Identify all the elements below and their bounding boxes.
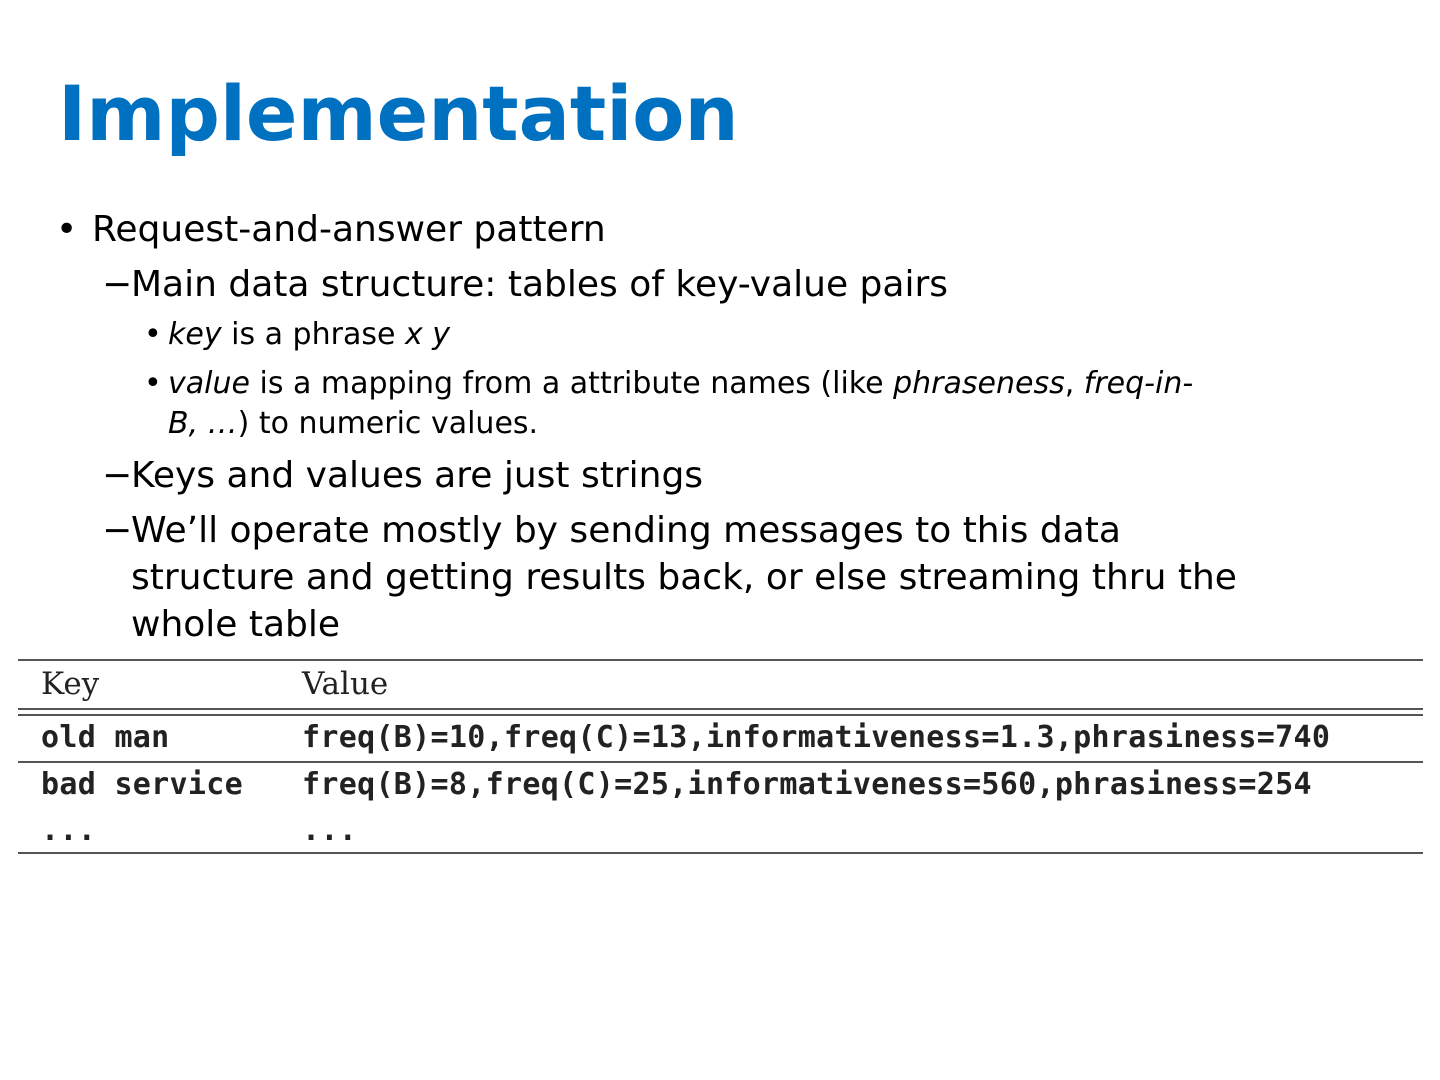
subsub-bullet-key: key is a phrase x y [168, 315, 450, 355]
attr-freq-in-part2: B, … [168, 406, 238, 441]
bullet-request-answer: Request-and-answer pattern [92, 209, 606, 250]
bullet-marker: • [144, 317, 162, 352]
bullet-marker: • [144, 366, 162, 401]
dash-marker: − [102, 264, 133, 305]
table-row-value: ... [302, 813, 358, 848]
table-row-value: freq(B)=10,freq(C)=13,informativeness=1.… [302, 720, 1331, 755]
value-description: is a mapping from a attribute names (lik… [249, 366, 894, 401]
key-value-table: Key Value old man freq(B)=10,freq(C)=13,… [18, 655, 1423, 863]
attr-freq-in-part1: freq-in- [1083, 366, 1194, 401]
attr-phraseness: phraseness [893, 366, 1065, 401]
subsub-bullet-value-line1: value is a mapping from a attribute name… [168, 364, 1193, 404]
bullet-marker: • [56, 209, 78, 250]
table-bottom-rule [18, 852, 1423, 854]
table-row-value: freq(B)=8,freq(C)=25,informativeness=560… [302, 767, 1312, 802]
subbullet-operate-line1: We’ll operate mostly by sending messages… [131, 510, 1121, 551]
table-row-key: bad service [41, 767, 243, 802]
table-header-rule-lower [18, 714, 1423, 716]
table-header-rule-upper [18, 708, 1423, 710]
subbullet-main-data-structure: Main data structure: tables of key-value… [131, 264, 949, 305]
table-row-divider [18, 761, 1423, 763]
dash-marker: − [102, 510, 133, 551]
table-row-key: ... [41, 813, 97, 848]
table-header-value: Value [302, 666, 389, 702]
term-key: key [168, 317, 222, 352]
subsub-bullet-value-line2: B, …) to numeric values. [168, 404, 538, 444]
slide-title: Implementation [58, 69, 739, 158]
table-header-key: Key [41, 666, 100, 702]
subbullet-operate-line3: whole table [131, 604, 341, 645]
attr-separator: , [1064, 366, 1084, 401]
subbullet-keys-values-strings: Keys and values are just strings [131, 455, 704, 496]
dash-marker: − [102, 455, 133, 496]
phrase-variables: x y [404, 317, 450, 352]
key-description: is a phrase [221, 317, 405, 352]
table-row-key: old man [41, 720, 170, 755]
table-top-rule [18, 659, 1423, 661]
value-description-end: ) to numeric values. [237, 406, 539, 441]
subbullet-operate-line2: structure and getting results back, or e… [131, 557, 1237, 598]
term-value: value [168, 366, 250, 401]
